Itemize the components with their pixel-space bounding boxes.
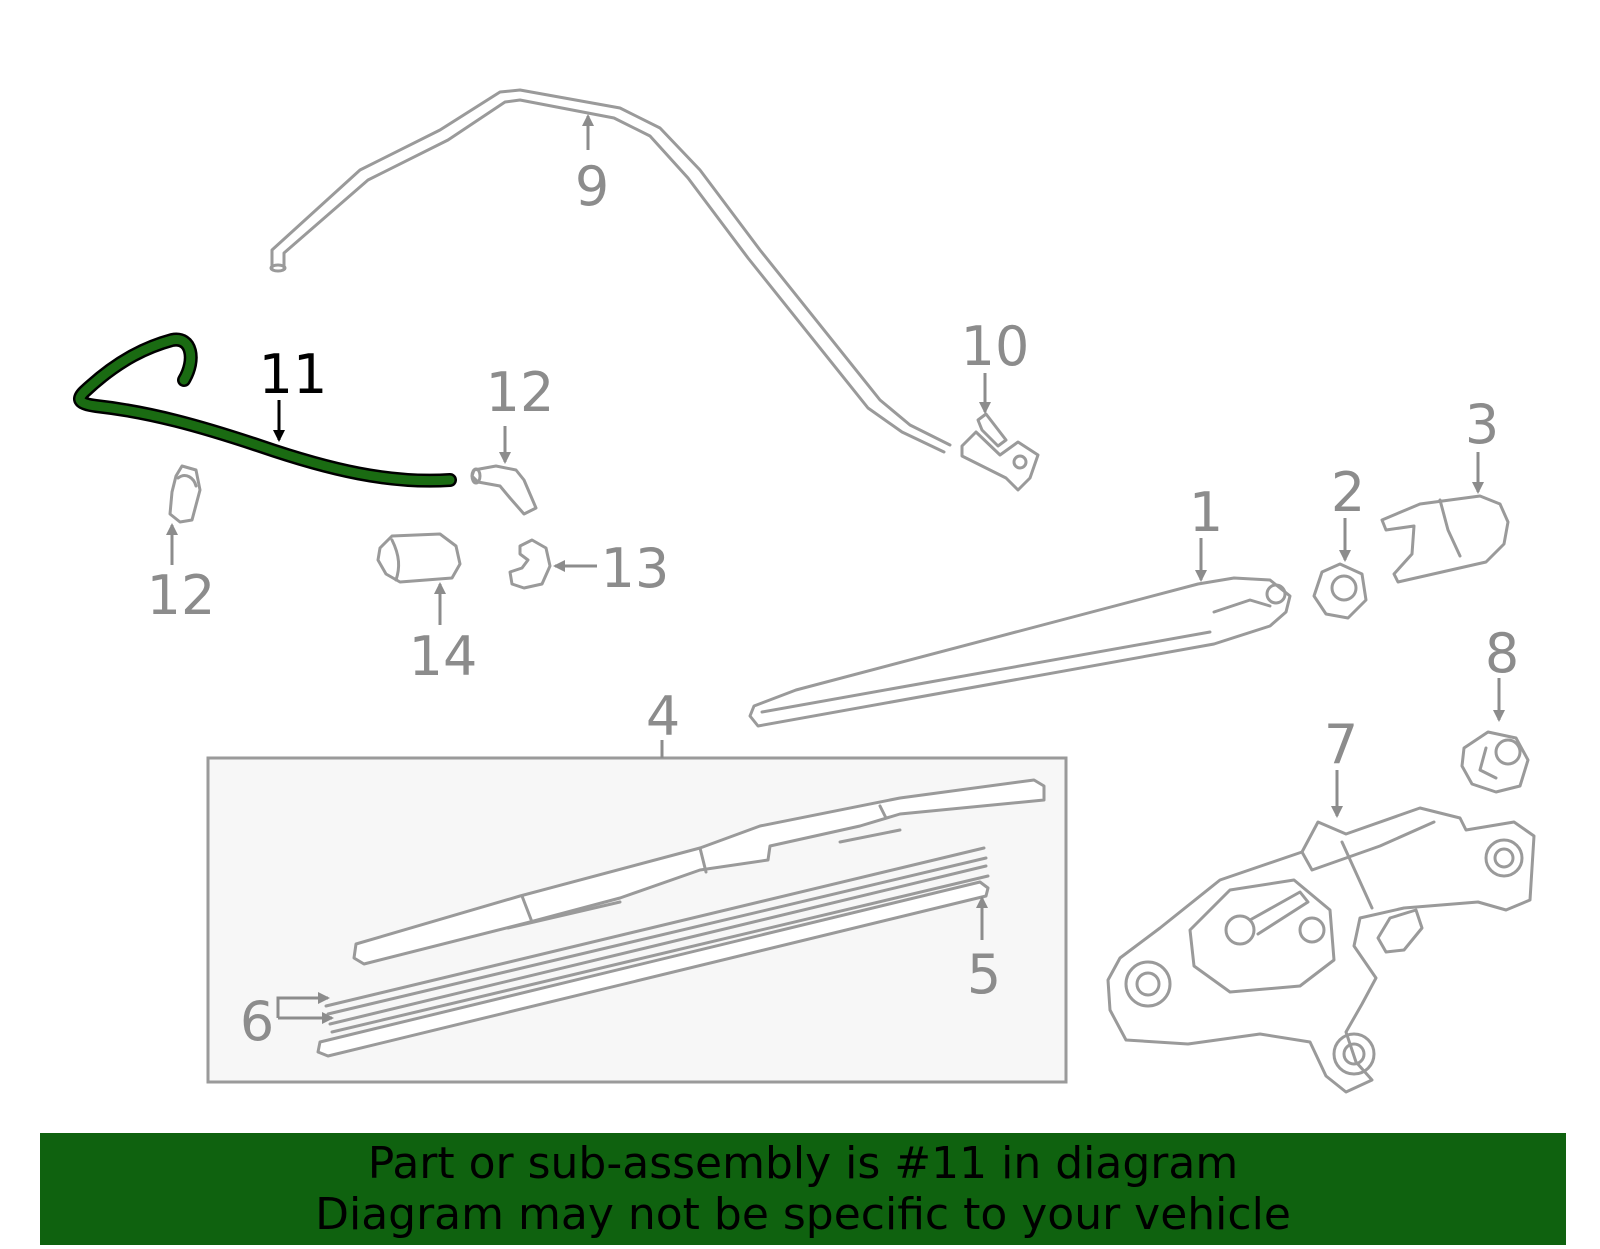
callout-9: 9 [575,155,609,218]
part-12-elbow-right [470,464,538,516]
part-14-grommet [376,532,462,584]
callout-5: 5 [967,943,1001,1006]
part-10-nozzle [960,412,1040,492]
part-8-grommet [1460,730,1530,794]
callout-10: 10 [961,315,1030,378]
info-banner: Part or sub-assembly is #11 in diagram D… [40,1133,1566,1245]
banner-line-2: Diagram may not be specific to your vehi… [315,1189,1291,1240]
part-9-washer-hose [269,88,952,454]
callout-12-right: 12 [486,361,555,424]
part-11-hose-highlighted [73,332,457,488]
callout-8: 8 [1485,622,1519,685]
callout-6: 6 [240,990,274,1053]
callout-1: 1 [1189,481,1223,544]
callout-13: 13 [601,537,670,600]
callout-12-left: 12 [147,564,216,627]
callout-11: 11 [259,343,328,406]
part-1-wiper-arm [748,576,1292,728]
part-7-wiper-motor [1106,806,1536,1094]
callout-3: 3 [1465,393,1499,456]
banner-line-1: Part or sub-assembly is #11 in diagram [367,1138,1239,1189]
callout-7: 7 [1324,713,1358,776]
leader-lines [166,114,1505,1024]
part-12-connector-left [168,464,202,524]
callout-numbers: 9 10 11 12 12 13 14 1 2 3 8 7 4 5 6 [147,155,1520,1053]
callout-2: 2 [1331,461,1365,524]
part-3-cap [1380,494,1510,584]
part-4-blade-box [206,756,1068,1084]
part-13-clip [508,538,552,590]
callout-4: 4 [646,685,680,748]
part-2-nut [1312,562,1368,620]
callout-14: 14 [409,625,478,688]
part-11-hose-fill [75,335,455,486]
